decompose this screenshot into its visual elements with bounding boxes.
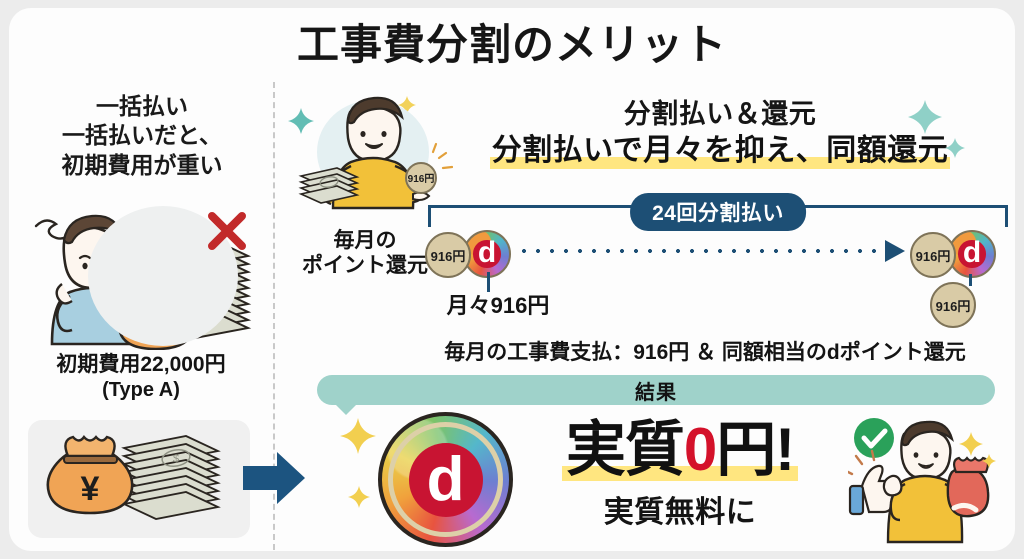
svg-text:¥: ¥ xyxy=(81,470,100,508)
coin-yen-left: 916円 xyxy=(425,232,471,278)
initial-cost-label: 初期費用22,000円 (Type A) xyxy=(10,352,272,403)
svg-text:$: $ xyxy=(173,453,179,465)
result-zero: 0 xyxy=(683,416,717,483)
result-prefix: 実質 xyxy=(565,416,685,483)
right-headline: 分割払い＆還元 分割払いで月々を抑え、同額還元 xyxy=(430,98,1010,169)
result-banner-label: 結果 xyxy=(635,381,677,404)
headline-line2: 分割払いで月々を抑え、同額還元 xyxy=(489,134,951,169)
coin-dpoint-left: d xyxy=(463,230,511,278)
happy-person-with-bag-icon xyxy=(848,418,996,544)
result-banner-tip xyxy=(335,404,357,415)
left-heading: 一括払い 一括払いだと、 初期費用が重い xyxy=(18,92,266,180)
bracket-tick-left xyxy=(428,205,431,227)
result-suffix: 円! xyxy=(716,416,795,483)
background-blob xyxy=(88,206,238,346)
dpoint-logo-icon: d xyxy=(958,238,986,268)
left-heading-line2: 一括払いだと、 xyxy=(61,122,223,149)
left-heading-line3: 初期費用が重い xyxy=(61,151,223,178)
installment-pill-label: 24回分割払い xyxy=(630,193,806,231)
left-heading-line1: 一括払い xyxy=(96,93,188,119)
coin-dpoint-right: d xyxy=(948,230,996,278)
headline-line1: 分割払い＆還元 xyxy=(623,99,817,129)
monthly-connector xyxy=(487,272,490,292)
worried-person-illustration: $ ¥ xyxy=(18,200,268,351)
blue-right-arrow-icon xyxy=(243,452,305,504)
point-return-line2: ポイント還元 xyxy=(302,254,428,278)
payment-detail-line: 毎月の工事費支払：916円 ＆ 同額相当のdポイント還元 xyxy=(444,341,966,364)
money-bag-cash-icon: $ ¥ xyxy=(46,435,221,520)
initial-cost-type: (Type A) xyxy=(102,379,180,402)
initial-cost-amount: 初期費用22,000円 xyxy=(56,353,226,376)
monthly-amount-label: 月々916円 xyxy=(446,293,550,318)
bracket-tick-right xyxy=(1005,205,1008,227)
coin-yen-right: 916円 xyxy=(910,232,956,278)
result-sub-label: 実質無料に xyxy=(603,496,757,529)
dotted-arrow-head-icon xyxy=(885,240,905,262)
installment-bracket: 24回分割払い xyxy=(428,193,1008,231)
coin-yen-right-extra: 916円 xyxy=(930,282,976,328)
point-return-line1: 毎月の xyxy=(333,229,397,252)
dotted-progress-line xyxy=(517,248,891,254)
dpoint-coin-icon: d xyxy=(378,412,513,547)
coin-rim xyxy=(388,422,503,537)
dpoint-logo-large-icon: d xyxy=(408,442,483,517)
dpoint-logo-icon: d xyxy=(473,238,501,268)
svg-text:916円: 916円 xyxy=(408,173,435,185)
result-main-line: 実質0円! xyxy=(561,416,799,483)
money-card: $ ¥ xyxy=(28,420,250,538)
vertical-divider xyxy=(273,82,275,550)
page-title: 工事費分割のメリット xyxy=(296,21,727,68)
happy-person-with-coin-icon: 916円 xyxy=(298,96,453,210)
point-return-label: 毎月の ポイント還元 xyxy=(300,228,430,278)
result-main: 実質0円! 実質無料に xyxy=(520,418,840,531)
x-mark-icon xyxy=(208,212,246,250)
result-banner: 結果 xyxy=(317,375,995,405)
coin-connector-right xyxy=(969,274,972,286)
